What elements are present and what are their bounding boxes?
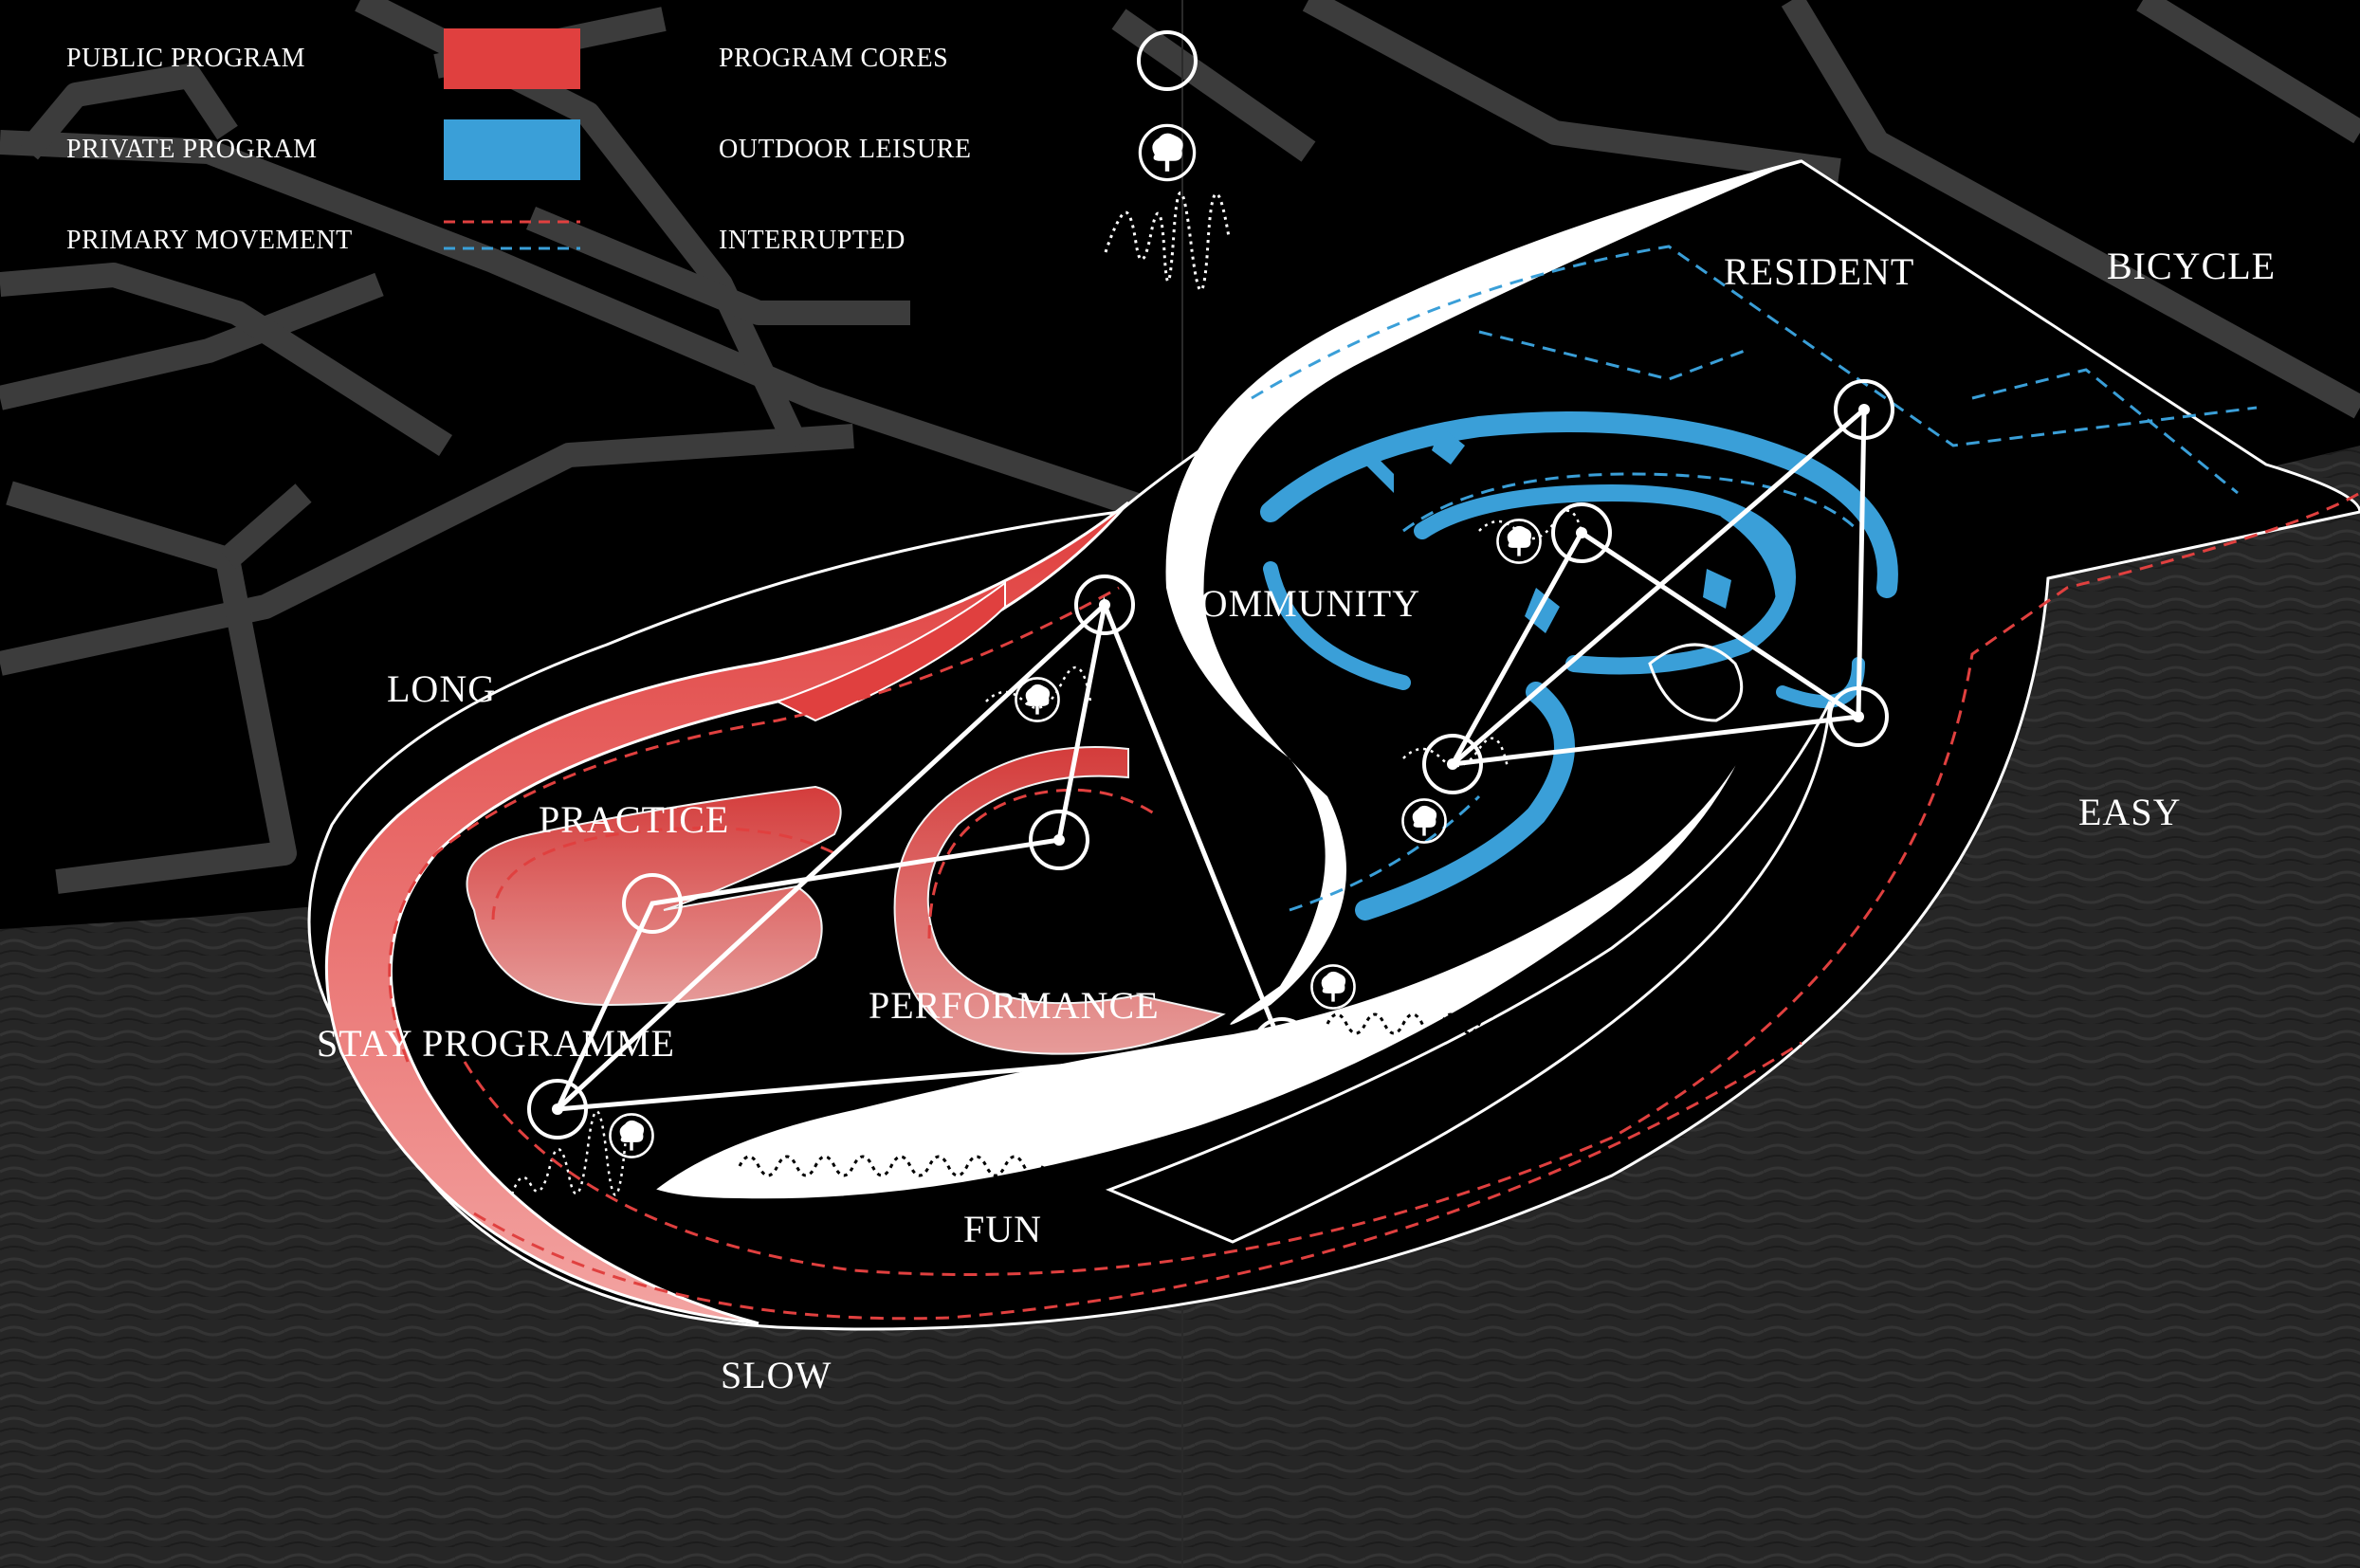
core-dots [552,404,1870,1115]
core-resident [1834,379,1894,440]
core-fun [1252,1017,1312,1078]
circle-icon [1137,30,1198,91]
label-practice: PRACTICE [539,798,729,841]
interrupted-paths [738,1012,1595,1177]
core-performance [1029,810,1089,870]
leisure-strip [651,748,1746,1201]
legend-public-label: PUBLIC PROGRAM [66,44,305,73]
s-divider [1165,159,1802,1025]
core-community-mid [1422,734,1483,794]
core-practice [622,873,683,934]
label-long: LONG [387,667,496,710]
program-cores [527,379,1894,1140]
core-stay [527,1079,588,1140]
legend-private-label: PRIVATE PROGRAM [66,135,318,164]
legend-private-swatch [444,119,580,180]
public-ribbon-upper [775,581,1006,722]
label-fun: FUN [963,1208,1042,1250]
community-void [1648,643,1744,722]
label-community: COMMUNITY [1174,582,1420,625]
primary-movement-red [388,491,2360,1321]
legend-leisure-label: OUTDOOR LEISURE [719,135,972,164]
public-ribbon-practice [466,785,842,1007]
core-community-north [1551,502,1612,563]
public-ribbon-outer [324,501,1130,1325]
core-community-west [1074,574,1135,635]
public-ribbon-performance [893,746,1226,1055]
label-resident: RESIDENT [1724,250,1914,293]
label-performance: PERFORMANCE [869,984,1160,1027]
label-slow: SLOW [721,1354,832,1396]
core-community-east [1828,686,1889,747]
label-bicycle: BICYCLE [2107,245,2276,287]
legend-cores-label: PROGRAM CORES [719,44,948,73]
tree-icon [1138,123,1197,182]
primary-movement-blue [1251,245,2258,912]
map-labels: LONG PRACTICE PERFORMANCE STAY PROGRAMME… [317,245,2276,1396]
legend-public-swatch [444,28,580,89]
squiggle-icon [1104,191,1231,292]
label-easy: EASY [2078,791,2181,833]
legend-interrupted-label: INTERRUPTED [719,226,906,255]
label-stay-programme: STAY PROGRAMME [317,1022,675,1065]
legend: PUBLIC PROGRAM PRIVATE PROGRAM PRIMARY M… [66,28,1231,292]
leisure-strip-outline [1105,701,1832,1244]
legend-movement-label: PRIMARY MOVEMENT [66,226,353,255]
